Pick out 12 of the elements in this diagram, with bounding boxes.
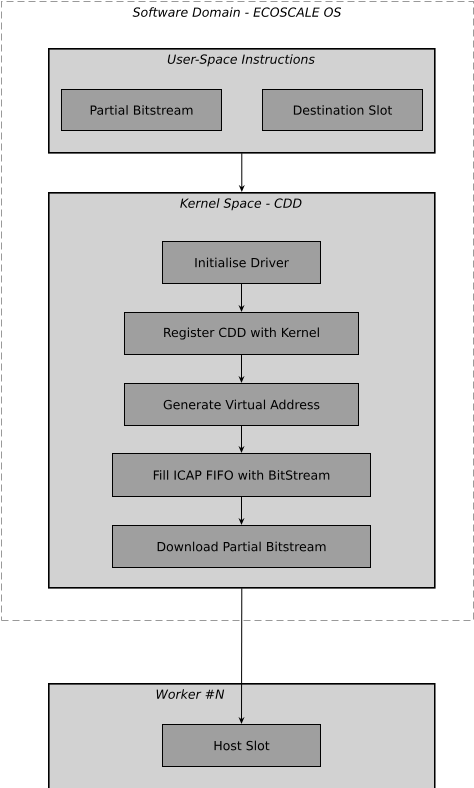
process-box: Fill ICAP FIFO with BitStream [112, 453, 371, 497]
group-title: Worker #N [156, 689, 224, 699]
process-box: Download Partial Bitstream [112, 525, 371, 568]
process-box: Host Slot [162, 724, 321, 767]
group-title: Kernel Space - CDD [180, 198, 302, 210]
process-box: Generate Virtual Address [124, 383, 359, 426]
group-title: Software Domain - ECOSCALE OS [132, 7, 341, 17]
process-box: Partial Bitstream [61, 89, 222, 132]
process-box: Destination Slot [262, 89, 423, 132]
process-box: Register CDD with Kernel [124, 312, 359, 355]
group-title: User-Space Instructions [168, 54, 315, 66]
process-box: Initialise Driver [162, 241, 321, 284]
